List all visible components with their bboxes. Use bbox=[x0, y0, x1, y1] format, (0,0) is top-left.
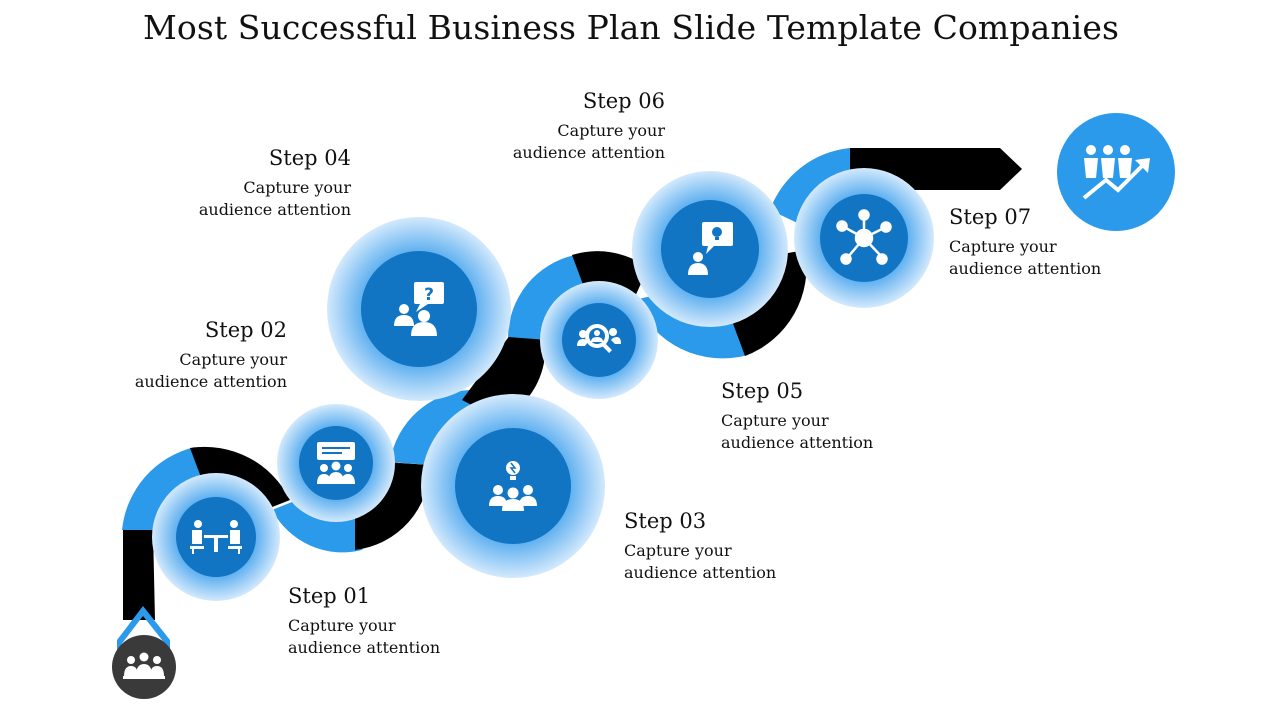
slide-title: Most Successful Business Plan Slide Temp… bbox=[142, 8, 1120, 47]
step-title: Step 04 bbox=[268, 146, 351, 170]
ribbon-arc-1 bbox=[122, 447, 215, 530]
svg-text:?: ? bbox=[424, 285, 434, 305]
ribbon-arc-4 bbox=[508, 255, 590, 340]
ribbon-arc-2b bbox=[355, 462, 431, 550]
step-label-06: Step 06 Capture your audience attention bbox=[445, 88, 665, 164]
step-description-line1: Capture your bbox=[624, 541, 732, 560]
ribbon-tail bbox=[123, 530, 155, 620]
step-title: Step 03 bbox=[624, 509, 707, 533]
step-circle-03 bbox=[421, 394, 605, 578]
meeting-table-icon bbox=[190, 520, 242, 554]
step-label-01: Step 01 Capture your audience attention bbox=[288, 583, 508, 659]
step-title: Step 05 bbox=[721, 379, 804, 403]
step-description-line1: Capture your bbox=[721, 411, 829, 430]
step-label-02: Step 02 Capture your audience attention bbox=[67, 317, 287, 393]
step-label-07: Step 07 Capture your audience attention bbox=[949, 204, 1169, 280]
idea-speaker-icon bbox=[688, 222, 733, 275]
ribbon-arc-6 bbox=[770, 148, 850, 228]
group-start-icon bbox=[123, 652, 165, 679]
step-description-line1: Capture your bbox=[949, 237, 1057, 256]
growth-team-icon bbox=[1082, 145, 1150, 200]
step-description-line1: Capture your bbox=[557, 121, 665, 140]
end-badge bbox=[1057, 113, 1175, 231]
step-description-line2: audience attention bbox=[134, 372, 287, 391]
step-description-line1: Capture your bbox=[288, 616, 396, 635]
team-idea-icon bbox=[489, 461, 537, 511]
ribbon-path bbox=[117, 148, 1022, 650]
step-description-line2: audience attention bbox=[624, 563, 777, 582]
presentation-audience-icon bbox=[317, 442, 355, 484]
step-description-line2: audience attention bbox=[512, 143, 665, 162]
step-title: Step 07 bbox=[949, 205, 1032, 229]
step-title: Step 01 bbox=[288, 584, 371, 608]
step-label-03: Step 03 Capture your audience attention bbox=[624, 508, 844, 584]
question-discussion-icon: ? bbox=[394, 282, 444, 336]
step-label-05: Step 05 Capture your audience attention bbox=[721, 378, 941, 454]
step-description-line1: Capture your bbox=[243, 178, 351, 197]
step-label-04: Step 04 Capture your audience attention bbox=[131, 145, 351, 221]
step-description-line1: Capture your bbox=[179, 350, 287, 369]
start-badge bbox=[112, 635, 176, 699]
step-description-line2: audience attention bbox=[949, 259, 1102, 278]
step-description-line2: audience attention bbox=[721, 433, 874, 452]
step-title: Step 02 bbox=[204, 318, 287, 342]
ribbon-arc-5b bbox=[728, 250, 807, 356]
search-people-icon bbox=[577, 324, 621, 353]
step-description-line2: audience attention bbox=[198, 200, 351, 219]
step-title: Step 06 bbox=[582, 89, 665, 113]
network-hub-icon bbox=[836, 209, 892, 265]
ribbon-arc-3 bbox=[390, 390, 478, 465]
ribbon-tail-arrow bbox=[117, 606, 170, 650]
step-description-line2: audience attention bbox=[288, 638, 441, 657]
